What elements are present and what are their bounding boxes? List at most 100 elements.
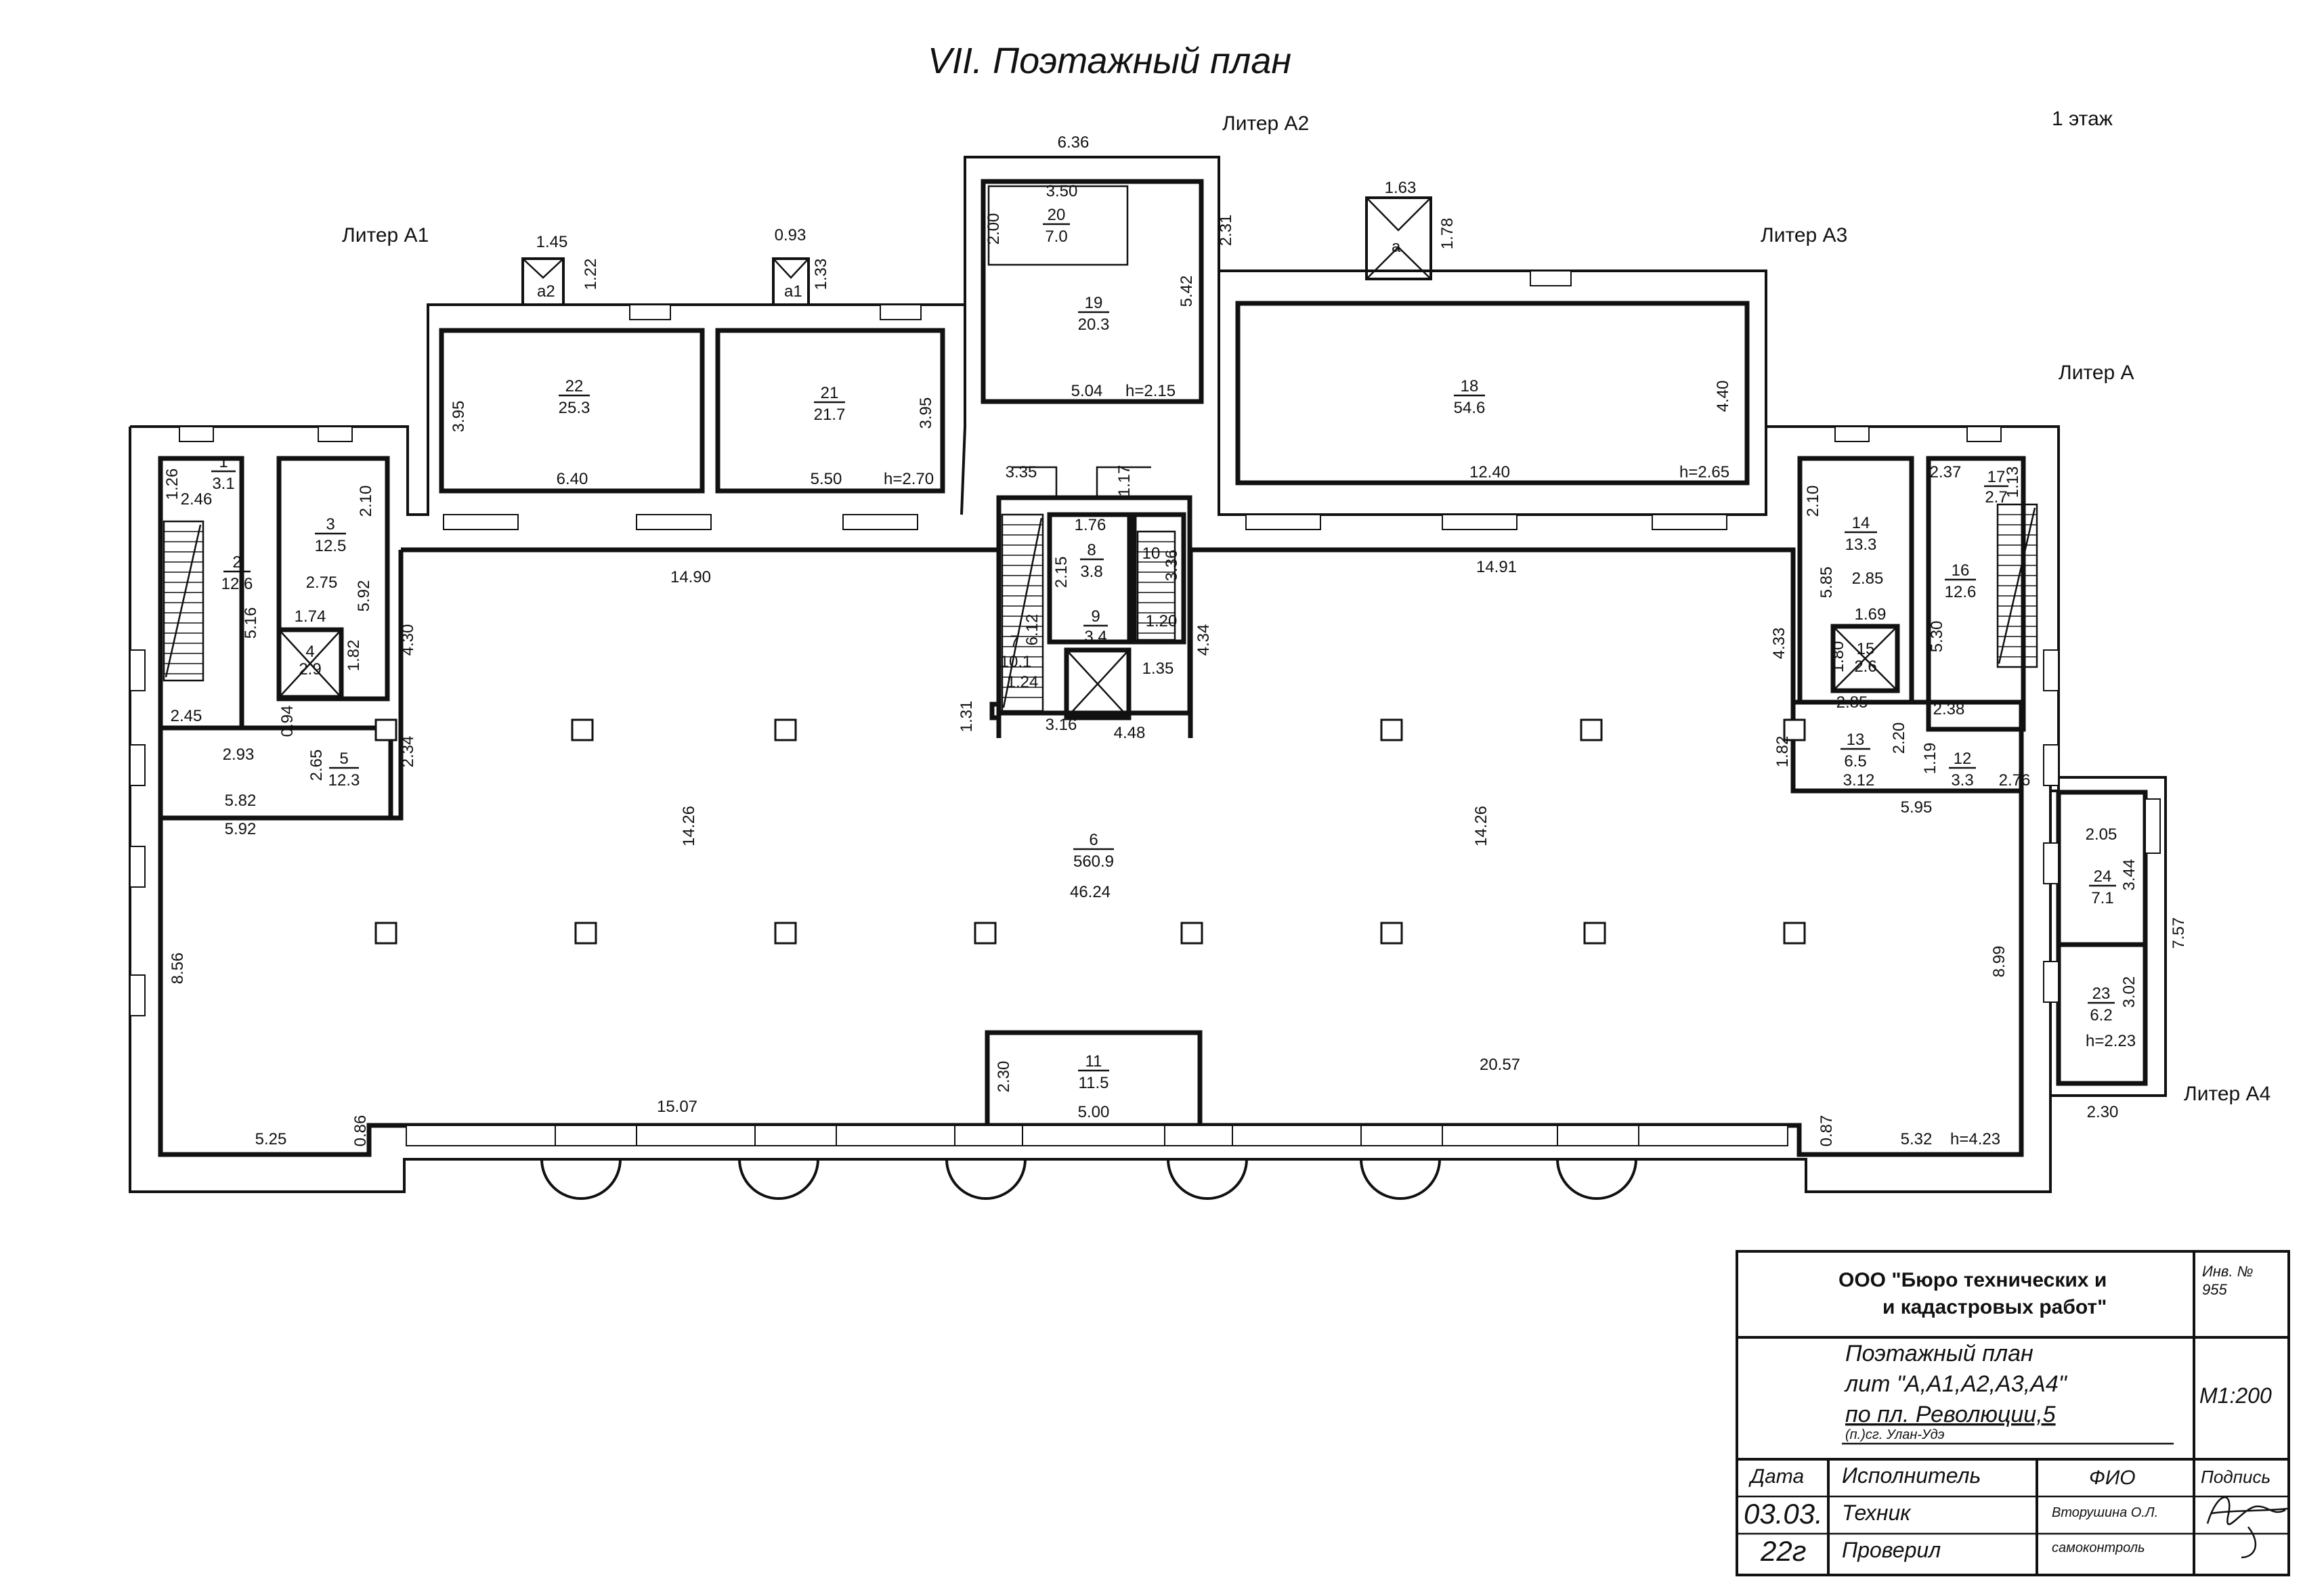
dimension: 2.93	[223, 746, 255, 764]
dimension: 12.40	[1469, 463, 1510, 481]
dimension: 3.12	[1843, 771, 1875, 790]
dimension: 2.10	[1804, 486, 1822, 517]
room-number: 3	[326, 515, 335, 534]
room-number: 21	[821, 384, 839, 402]
room-area: 12.6	[221, 575, 253, 593]
dimension: 5.50	[811, 470, 842, 488]
room-number: 15	[1857, 640, 1875, 658]
stamp-tech-label: Техник	[1842, 1501, 1912, 1525]
liter-a3-label: Литер А3	[1761, 224, 1847, 246]
room-area: 2.9	[299, 660, 321, 678]
dimension: 1.78	[1438, 218, 1457, 250]
dimension: 2.46	[181, 490, 213, 509]
room-area: 12.3	[328, 771, 360, 790]
dimension: 4.34	[1194, 624, 1213, 656]
dimension: 0.94	[278, 706, 297, 737]
dimension: 4.48	[1114, 724, 1146, 742]
room-area: 6.2	[2090, 1006, 2112, 1025]
stamp-date-value1: 03.03.	[1744, 1498, 1823, 1530]
room-number: 19	[1085, 294, 1103, 312]
room-area: 2.6	[1854, 657, 1876, 676]
room-number: 20	[1048, 206, 1066, 224]
stamp-tech-name: Вторушина О.Л.	[2052, 1505, 2158, 1520]
signature-image	[2206, 1496, 2288, 1559]
room-number: 13	[1847, 731, 1865, 749]
dimension: 3.35	[1006, 463, 1037, 481]
dimension: 0.93	[775, 226, 806, 244]
porches: a2 a1 a	[521, 196, 1432, 306]
dimension: 7.57	[2170, 918, 2188, 949]
dimension: 3.16	[1046, 716, 1077, 734]
dimension: 15.07	[657, 1098, 697, 1116]
stair-flights	[163, 466, 2038, 712]
dimension: 5.92	[355, 580, 373, 612]
liter-a1-label: Литер А1	[342, 224, 429, 246]
dimension: 1.31	[957, 701, 976, 733]
room-number: 17	[1987, 468, 2006, 486]
dimension: 1.80	[1829, 641, 1847, 673]
dimension: 1.22	[582, 259, 600, 290]
building-walls	[129, 156, 2167, 1193]
room-area: 7.0	[1045, 228, 1067, 246]
dimension: 3.02	[2120, 976, 2138, 1008]
title-block: ООО "Бюро технических и и кадастровых ра…	[1736, 1250, 2290, 1576]
dimension: 5.30	[1928, 621, 1946, 653]
room-area: 6.5	[1844, 752, 1866, 771]
room-area: 20.3	[1078, 316, 1110, 334]
ceiling-heights: h=2.70 h=2.15 h=2.65 h=4.23 h=2.23	[884, 382, 2136, 1148]
room-number: 2	[232, 553, 241, 571]
stamp-executor-label: Исполнитель	[1842, 1463, 1981, 1488]
room-area: 25.3	[559, 399, 590, 417]
dimension: 1.74	[295, 607, 326, 626]
room-area: 12.5	[315, 537, 347, 555]
room-area: 3.3	[1951, 771, 1973, 790]
dimension: 1.63	[1385, 179, 1417, 197]
entrance-arches	[540, 1159, 1637, 1200]
liter-a4-label: Литер А4	[2184, 1083, 2270, 1105]
dimension: 1.13	[2004, 467, 2022, 498]
dimension: 3.95	[917, 397, 935, 429]
dimension: 6.40	[557, 470, 588, 488]
dimension: 6.36	[1058, 133, 1090, 152]
room-area: 21.7	[814, 406, 846, 424]
dimension: 3.44	[2120, 859, 2138, 891]
dimension: 1.76	[1075, 516, 1106, 534]
dimension: 5.85	[1817, 567, 1836, 599]
dimension: 2.76	[1999, 771, 2031, 790]
dimension: 5.25	[255, 1130, 287, 1148]
dimension: 14.26	[680, 806, 698, 846]
room-number: 6	[1089, 831, 1098, 849]
dimension: 5.42	[1178, 276, 1196, 307]
stamp-date-value2: 22г	[1760, 1535, 1806, 1567]
room-area: 7.1	[2091, 889, 2113, 907]
dimension: 2.10	[357, 486, 375, 517]
dimension: 1.35	[1142, 660, 1174, 678]
stamp-scale: М1:200	[2199, 1383, 2272, 1408]
dimension-labels: 6.36 3.50 2.00 2.31 5.42 5.04 1.45 1.22 …	[163, 133, 2188, 1148]
liter-a-label: Литер А	[2059, 362, 2134, 384]
dimension: 2.34	[399, 736, 417, 768]
dimension: 1.17	[1115, 465, 1134, 497]
room-number: 16	[1952, 561, 1970, 580]
stamp-doc-line2: лит "А,А1,А2,А3,А4"	[1844, 1371, 2068, 1397]
dimension: 4.40	[1714, 381, 1732, 412]
stamp-doc-line4: (п.)сг. Улан-Удэ	[1845, 1427, 1945, 1442]
stamp-doc-line1: Поэтажный план	[1845, 1341, 2033, 1366]
dimension: 1.82	[1773, 736, 1792, 768]
dimension: 3.95	[450, 401, 468, 433]
room-number: 14	[1852, 514, 1870, 532]
dimension: 1.20	[1146, 612, 1178, 630]
dimension: 5.16	[242, 607, 260, 639]
dimension: 46.24	[1070, 883, 1111, 901]
dimension: 2.20	[1890, 722, 1908, 754]
room-number: 23	[2092, 985, 2111, 1003]
dimension: 2.31	[1217, 215, 1235, 246]
stamp-org-line1: ООО "Бюро технических и	[1838, 1269, 2107, 1291]
dimension: 2.37	[1930, 463, 1962, 481]
porch-label-a1: a1	[784, 282, 802, 301]
dimension: 5.00	[1078, 1103, 1110, 1121]
dimension: 4.33	[1770, 628, 1788, 660]
dimension: 2.75	[306, 574, 338, 592]
dimension: 1.45	[536, 233, 568, 251]
height-label: h=2.23	[2086, 1032, 2136, 1050]
